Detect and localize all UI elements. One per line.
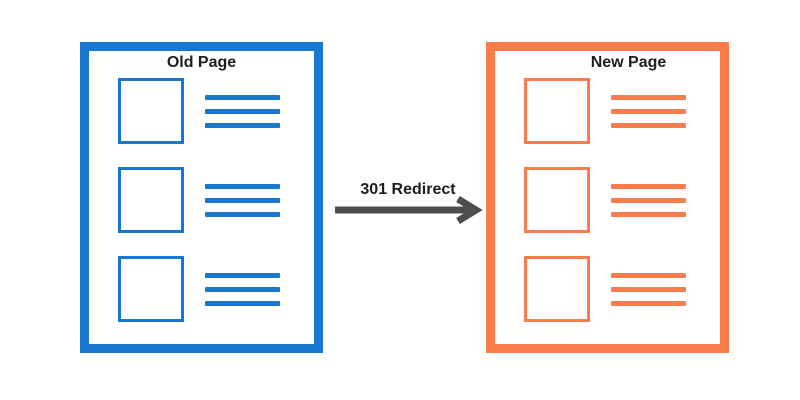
redirect-label: 301 Redirect bbox=[360, 181, 456, 198]
image-placeholder bbox=[118, 78, 184, 144]
text-bar bbox=[205, 272, 280, 278]
content-row bbox=[524, 167, 720, 233]
text-bar bbox=[611, 94, 686, 100]
text-bar bbox=[611, 211, 686, 217]
text-bar bbox=[611, 197, 686, 203]
redirect-arrow-group: 301 Redirect bbox=[333, 180, 483, 224]
old-page-title: Old Page bbox=[166, 54, 237, 71]
image-placeholder bbox=[524, 167, 590, 233]
image-placeholder bbox=[524, 256, 590, 322]
text-bar bbox=[611, 300, 686, 306]
new-page-content bbox=[495, 78, 720, 322]
text-bar bbox=[205, 211, 280, 217]
content-row bbox=[118, 78, 314, 144]
text-bar bbox=[205, 300, 280, 306]
text-bar bbox=[205, 183, 280, 189]
image-placeholder bbox=[524, 78, 590, 144]
text-bar bbox=[611, 286, 686, 292]
text-bar bbox=[611, 272, 686, 278]
image-placeholder bbox=[118, 167, 184, 233]
old-page-content bbox=[89, 78, 314, 322]
content-row bbox=[118, 167, 314, 233]
text-lines-placeholder bbox=[205, 183, 280, 217]
text-bar bbox=[205, 108, 280, 114]
text-lines-placeholder bbox=[611, 272, 686, 306]
new-page-panel: New Page bbox=[486, 42, 729, 353]
text-bar bbox=[205, 94, 280, 100]
text-bar bbox=[205, 286, 280, 292]
content-row bbox=[524, 256, 720, 322]
new-page-title: New Page bbox=[590, 54, 667, 71]
content-row bbox=[118, 256, 314, 322]
text-lines-placeholder bbox=[205, 272, 280, 306]
text-bar bbox=[611, 108, 686, 114]
text-bar bbox=[611, 122, 686, 128]
text-lines-placeholder bbox=[611, 94, 686, 128]
text-bar bbox=[205, 122, 280, 128]
text-lines-placeholder bbox=[205, 94, 280, 128]
image-placeholder bbox=[118, 256, 184, 322]
right-arrow-icon bbox=[335, 196, 483, 224]
content-row bbox=[524, 78, 720, 144]
old-page-panel: Old Page bbox=[80, 42, 323, 353]
text-bar bbox=[205, 197, 280, 203]
text-bar bbox=[611, 183, 686, 189]
text-lines-placeholder bbox=[611, 183, 686, 217]
